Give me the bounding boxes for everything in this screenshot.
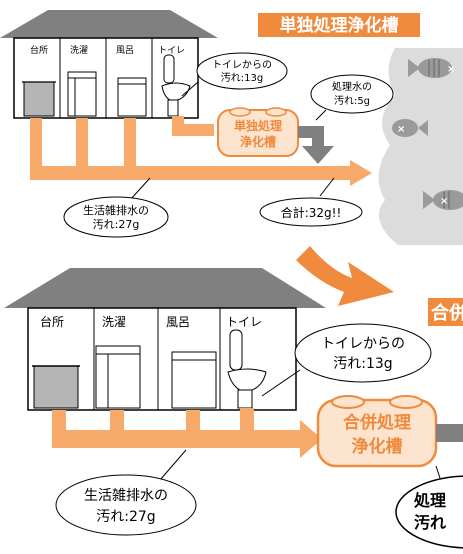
svg-text:生活雑排水の: 生活雑排水の: [83, 203, 149, 217]
gray-water-pipe-bottom: [52, 410, 322, 458]
room-label-kitchen: 台所: [30, 44, 48, 56]
toilet-pipe-top: [172, 116, 214, 136]
callout-toilet-dirt-top: トイレからの 汚れ:13g: [181, 52, 288, 97]
room-label-laundry: 洗濯: [102, 315, 126, 329]
svg-text:浄化槽: 浄化槽: [240, 134, 276, 149]
svg-text:汚れ:13g: 汚れ:13g: [333, 356, 392, 372]
callout-gray-water-bottom: 生活雑排水の 汚れ:27g: [55, 449, 197, 536]
treated-outflow-bottom: [436, 424, 463, 442]
room-label-laundry: 洗濯: [70, 44, 88, 56]
svg-text:汚れ:13g: 汚れ:13g: [221, 71, 263, 84]
house-top: [0, 10, 218, 119]
house-bottom: [4, 268, 326, 411]
title-top: 単独処理浄化槽: [280, 15, 399, 36]
svg-text:×: ×: [397, 124, 405, 135]
room-label-bath: 風呂: [166, 315, 190, 329]
svg-text:合計:32g!!: 合計:32g!!: [281, 205, 342, 220]
svg-text:生活雑排水の: 生活雑排水の: [84, 488, 168, 504]
svg-text:トイレからの: トイレからの: [212, 59, 272, 71]
callout-total: 合計:32g!!: [259, 177, 363, 227]
curved-arrow-icon: [296, 246, 394, 306]
fish-icon: ×: [392, 119, 428, 137]
river-top: [378, 48, 463, 245]
room-label-toilet: トイレ: [226, 315, 262, 329]
svg-text:処理水の: 処理水の: [332, 80, 372, 93]
callout-treated-water-bottom: 処理 汚れ: [395, 465, 463, 549]
room-label-bath: 風呂: [116, 45, 134, 56]
down-arrow-icon: [298, 126, 334, 164]
septic-tank-top: 単独処理 浄化槽: [217, 107, 299, 157]
svg-text:単独処理: 単独処理: [234, 118, 282, 133]
callout-treated-water-top: 処理水の 汚れ:5g: [310, 74, 394, 121]
svg-text:汚れ:5g: 汚れ:5g: [334, 94, 370, 107]
svg-text:汚れ:27g: 汚れ:27g: [96, 509, 155, 525]
callout-toilet-dirt-bottom: トイレからの 汚れ:13g: [261, 323, 432, 397]
title-bottom-bg: [428, 298, 463, 326]
title-top-bg: [258, 13, 420, 37]
callout-gray-water-top: 生活雑排水の 汚れ:27g: [63, 177, 169, 238]
toilet-pipe-bottom: [240, 408, 254, 434]
svg-text:合併処理: 合併処理: [343, 412, 411, 433]
svg-text:×: ×: [440, 196, 448, 207]
svg-text:×: ×: [447, 64, 455, 75]
fish-icon: ×: [408, 58, 455, 78]
svg-text:浄化槽: 浄化槽: [352, 436, 403, 457]
room-label-kitchen: 台所: [40, 314, 64, 329]
svg-text:汚れ: 汚れ: [414, 513, 446, 532]
svg-text:汚れ:27g: 汚れ:27g: [93, 218, 140, 231]
fish-icon: ×: [423, 190, 463, 210]
svg-text:処理: 処理: [414, 491, 446, 510]
gray-water-pipe-top: [30, 118, 372, 186]
septic-tank-bottom: 合併処理 浄化槽: [316, 395, 438, 468]
svg-text:トイレからの: トイレからの: [321, 336, 405, 352]
room-label-toilet: トイレ: [158, 46, 185, 56]
